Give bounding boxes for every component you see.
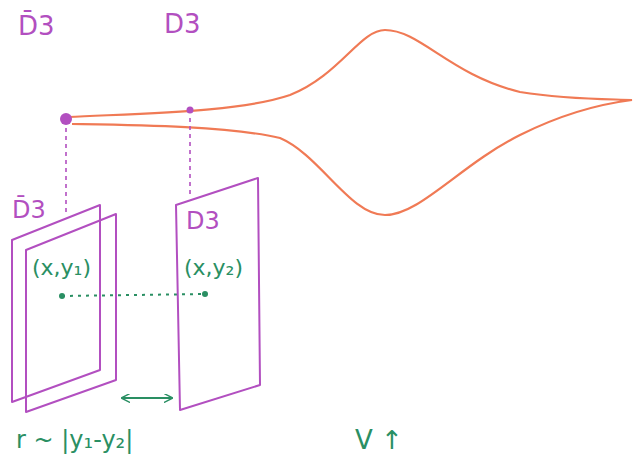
throat-outline xyxy=(68,30,632,215)
position-point xyxy=(59,293,65,299)
distance-formula: r ~ |y₁-y₂| xyxy=(16,424,133,456)
brane-label: D3 xyxy=(186,207,220,235)
brane-plane: D̄3 (x,y₁) xyxy=(10,188,122,416)
projection-line xyxy=(189,118,191,198)
brane-label: D3 xyxy=(164,8,201,40)
plane-outline xyxy=(176,178,260,410)
potential-label: V ↑ xyxy=(355,424,403,456)
brane-label: D̄3 xyxy=(12,196,46,224)
distance-arrow xyxy=(122,397,172,399)
antibrane-dot xyxy=(60,113,72,125)
brane-dot xyxy=(187,107,194,114)
plane-outline xyxy=(26,214,116,412)
projection-line xyxy=(65,128,67,212)
brane-plane: D3 (x,y₂) xyxy=(172,175,264,415)
position-point xyxy=(202,291,208,297)
coordinate-label: (x,y₂) xyxy=(184,253,243,283)
coordinate-label: (x,y₁) xyxy=(32,253,91,283)
separation-dotted-line xyxy=(62,294,205,296)
brane-label: D̄3 xyxy=(18,10,55,42)
